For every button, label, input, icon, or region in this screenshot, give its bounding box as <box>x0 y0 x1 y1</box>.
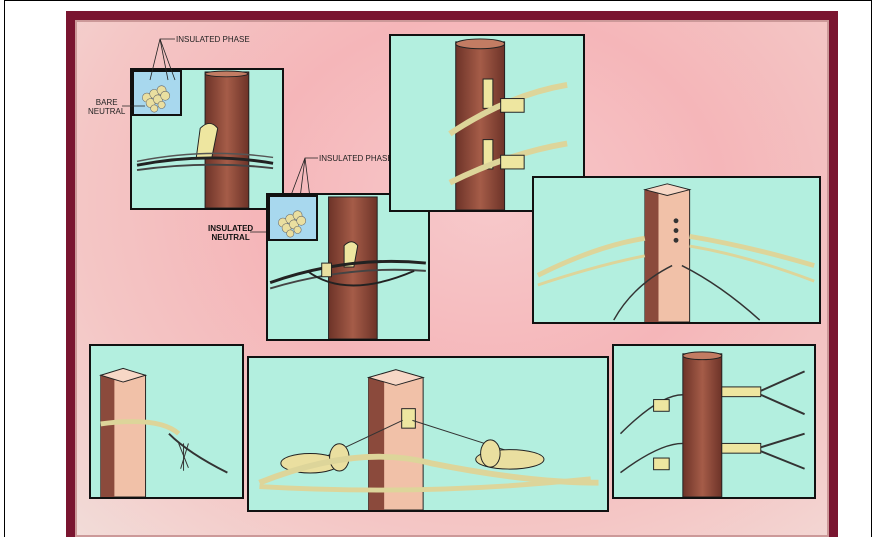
label-insulated-phase-2: INSULATED PHASE <box>319 154 393 163</box>
outer-frame <box>4 0 872 537</box>
label-insulated-phase-1: INSULATED PHASE <box>176 35 250 44</box>
inset-cable-bundle-2 <box>268 195 318 241</box>
label-bare-neutral: BARE NEUTRAL <box>88 98 126 116</box>
panel-square-pole-deadend <box>532 176 821 324</box>
panel-insulator-deadend <box>247 356 609 512</box>
label-insulated-neutral: INSULATED NEUTRAL <box>208 224 254 242</box>
inset-cable-bundle-1 <box>132 70 182 116</box>
panel-multi-bracket-pole <box>612 344 816 499</box>
panel-insulated-neutral-pole <box>266 193 430 341</box>
panel-square-pole-wrap <box>89 344 244 499</box>
